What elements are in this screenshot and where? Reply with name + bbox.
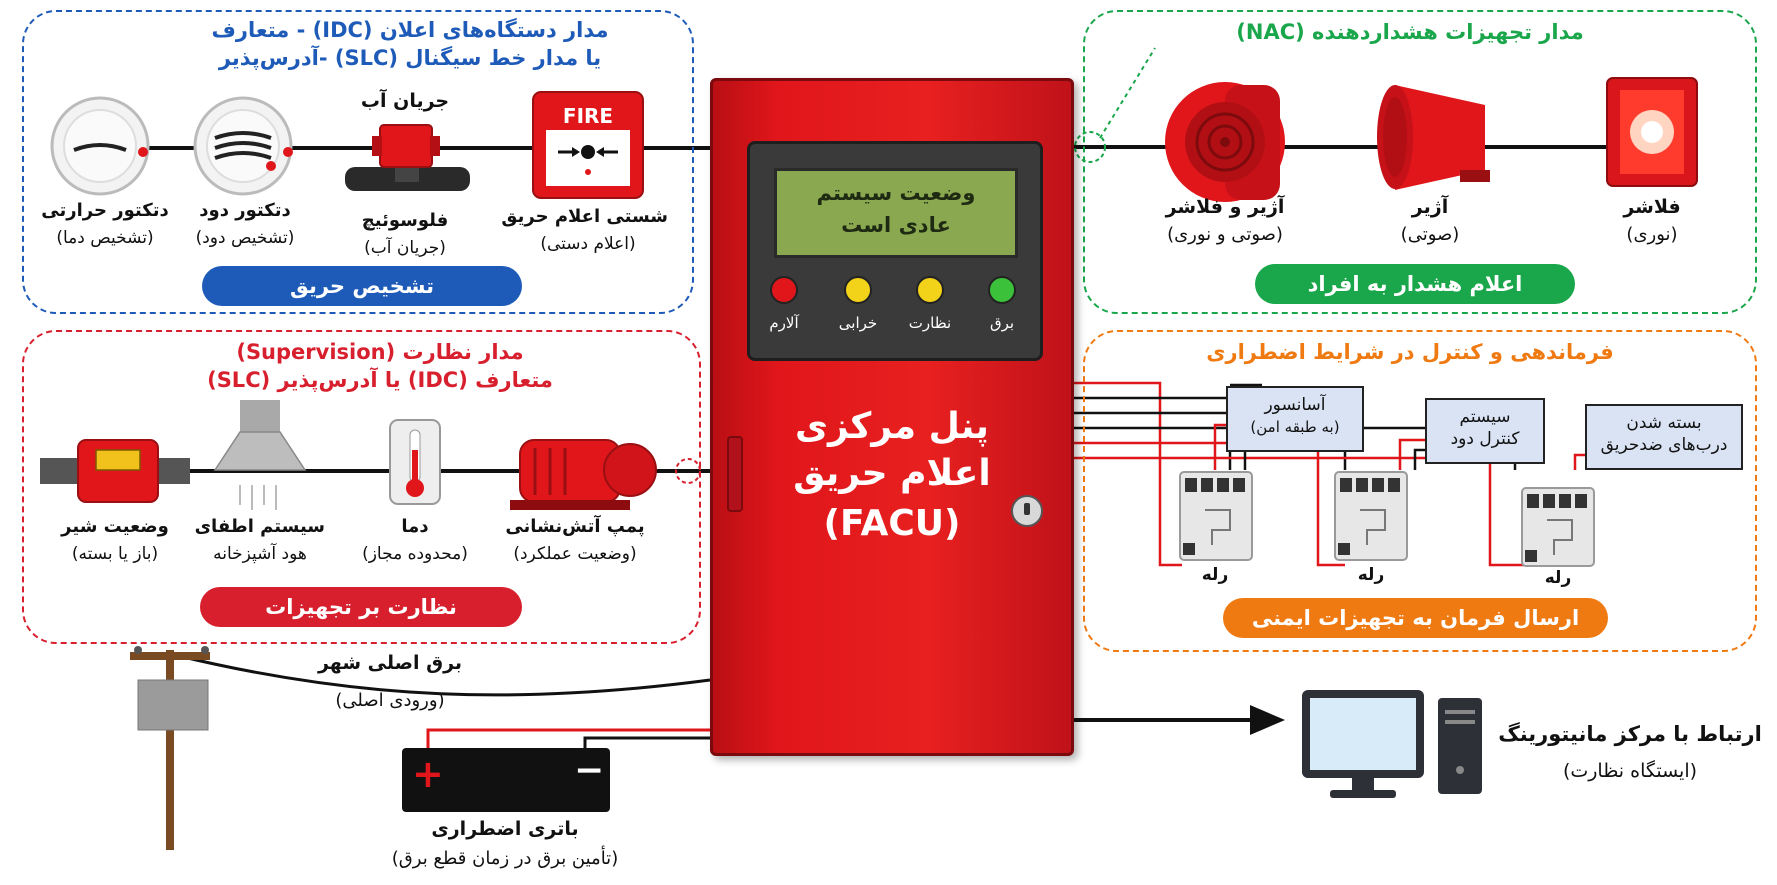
trouble-led bbox=[844, 276, 872, 304]
elevator-box-line2: (به طبقه امن) bbox=[1250, 418, 1340, 436]
panel-display-housing: وضعیت سیستم عادی است آلارم خرابی نظارت ب… bbox=[747, 141, 1043, 361]
supervision-pill: نظارت بر تجهیزات bbox=[200, 587, 522, 627]
horn-strobe-sub: (صوتی و نوری) bbox=[1167, 224, 1283, 245]
smoke-control-box: سیستم کنترل دود bbox=[1425, 398, 1545, 464]
notification-title: مدار تجهیزات هشداردهنده (NAC) bbox=[1236, 20, 1584, 44]
detection-pill: تشخیص حریق bbox=[202, 266, 522, 306]
supervision-title-2: متعارف (IDC) یا آدرس‌پذیر (SLC) bbox=[207, 368, 553, 392]
notification-group bbox=[1083, 10, 1757, 314]
manual-call-point-sub: (اعلام دستی) bbox=[540, 234, 636, 254]
siren-icon bbox=[1377, 85, 1490, 190]
kitchen-hood-icon bbox=[213, 400, 307, 510]
supervision-title-1: مدار نظارت (Supervision) bbox=[236, 340, 524, 364]
supervisory-led-label: نظارت bbox=[908, 314, 952, 332]
panel-hinge bbox=[727, 436, 743, 512]
utility-pole-icon bbox=[130, 646, 210, 850]
thermometer-sub: (محدوده مجاز) bbox=[362, 544, 468, 564]
relay-1-icon bbox=[1179, 471, 1253, 561]
lcd-line-1: وضعیت سیستم bbox=[816, 181, 976, 205]
lcd-line-2: عادی است bbox=[841, 213, 951, 237]
relay-2-label: رله bbox=[1357, 565, 1385, 585]
notification-pill: اعلام هشدار به افراد bbox=[1255, 264, 1575, 304]
power-led-label: برق bbox=[989, 314, 1015, 332]
heat-detector-sub: (تشخیص دما) bbox=[56, 228, 154, 248]
siren-label: آژیر bbox=[1411, 196, 1449, 218]
fire-pump-icon bbox=[510, 439, 657, 510]
panel-title-2: اعلام حریق bbox=[793, 453, 991, 494]
elevator-box: آسانسور (به طبقه امن) bbox=[1226, 386, 1364, 452]
trouble-led-label: خرابی bbox=[838, 314, 878, 332]
panel-lcd: وضعیت سیستم عادی است bbox=[774, 168, 1018, 258]
siren-sub: (صوتی) bbox=[1400, 224, 1460, 245]
mains-cable bbox=[174, 653, 711, 697]
strobe-label: فلاشر bbox=[1623, 196, 1681, 218]
strobe-sub: (نوری) bbox=[1626, 224, 1678, 245]
strobe-icon bbox=[1606, 77, 1698, 187]
nac-connection-marker bbox=[1074, 131, 1106, 163]
valve-sub: (باز یا بسته) bbox=[71, 544, 159, 564]
fire-door-box: بسته شدن درب‌های ضدحریق bbox=[1585, 404, 1743, 470]
monitoring-computer-icon bbox=[1302, 690, 1482, 798]
monitoring-sub: (ایستگاه نظارت) bbox=[1562, 760, 1698, 782]
battery-label: باتری اضطراری bbox=[431, 818, 579, 840]
valve-label: وضعیت شیر bbox=[61, 516, 169, 537]
heat-detector-label: دتکتور حرارتی bbox=[41, 200, 169, 221]
control-group bbox=[1083, 330, 1757, 652]
battery-sub: (تأمین برق در زمان قطع برق) bbox=[391, 848, 619, 869]
manual-call-point-icon bbox=[532, 91, 644, 199]
kitchen-hood-sub: هود آشپزخانه bbox=[213, 544, 307, 564]
heat-detector-icon bbox=[50, 96, 150, 196]
fire-sign: FIRE bbox=[562, 104, 614, 128]
valve-icon bbox=[40, 439, 190, 503]
control-pill: ارسال فرمان به تجهیزات ایمنی bbox=[1223, 598, 1608, 638]
mains-sub: (ورودی اصلی) bbox=[335, 690, 445, 711]
flow-switch-top-label: جریان آب bbox=[360, 90, 450, 112]
flow-switch-label: فلوسوئیچ bbox=[361, 210, 449, 231]
panel-title-1: پنل مرکزی bbox=[795, 406, 989, 447]
facu-panel: وضعیت سیستم عادی است آلارم خرابی نظارت ب… bbox=[710, 78, 1074, 756]
thermometer-icon bbox=[389, 419, 441, 505]
battery-icon: + − bbox=[402, 748, 610, 812]
elevator-box-line1: آسانسور bbox=[1264, 395, 1326, 415]
alarm-led-label: آلارم bbox=[769, 314, 799, 332]
detection-title-2: یا مدار خط سیگنال (SLC) -آدرس‌پذیر bbox=[218, 46, 602, 70]
smoke-control-box-line1: سیستم bbox=[1459, 407, 1511, 427]
alarm-led bbox=[770, 276, 798, 304]
fire-pump-sub: (وضعیت عملکرد) bbox=[513, 544, 637, 564]
battery-minus: − bbox=[574, 750, 605, 791]
smoke-detector-label: دتکتور دود bbox=[199, 200, 291, 221]
supervisory-led bbox=[916, 276, 944, 304]
kitchen-hood-label: سیستم اطفای bbox=[194, 516, 325, 537]
fire-door-box-line1: بسته شدن bbox=[1626, 413, 1702, 433]
smoke-control-box-line2: کنترل دود bbox=[1450, 429, 1520, 449]
fire-door-box-line2: درب‌های ضدحریق bbox=[1600, 435, 1728, 455]
fire-pump-label: پمپ آتش‌نشانی bbox=[505, 516, 645, 537]
monitoring-label: ارتباط با مرکز مانیتورینگ bbox=[1498, 722, 1762, 746]
detection-group bbox=[22, 10, 694, 314]
smoke-detector-sub: (تشخیص دود) bbox=[195, 228, 295, 248]
power-led bbox=[988, 276, 1016, 304]
detection-title-1: مدار دستگاه‌های اعلان (IDC) - متعارف bbox=[211, 18, 609, 42]
relay-1-label: رله bbox=[1201, 565, 1229, 585]
mains-label: برق اصلی شهر bbox=[317, 652, 463, 674]
relay-3-label: رله bbox=[1544, 568, 1572, 588]
battery-plus: + bbox=[412, 752, 444, 796]
smoke-detector-icon bbox=[193, 96, 293, 196]
relay-3-icon bbox=[1521, 487, 1595, 567]
relay-2-icon bbox=[1334, 471, 1408, 561]
lock-icon[interactable] bbox=[1011, 495, 1043, 527]
supervision-group bbox=[22, 330, 701, 644]
monitoring-arrow-head bbox=[1250, 705, 1285, 735]
manual-call-point-label: شستی اعلام حریق bbox=[501, 206, 668, 227]
thermometer-label: دما bbox=[401, 516, 429, 537]
control-title: فرماندهی و کنترل در شرایط اضطراری bbox=[1206, 340, 1614, 364]
horn-strobe-label: آژیر و فلاشر bbox=[1165, 196, 1285, 218]
panel-title-3: (FACU) bbox=[823, 503, 961, 544]
horn-strobe-icon bbox=[1165, 82, 1285, 202]
flow-switch-icon bbox=[345, 124, 470, 191]
flow-switch-sub: (جریان آب) bbox=[364, 238, 446, 258]
